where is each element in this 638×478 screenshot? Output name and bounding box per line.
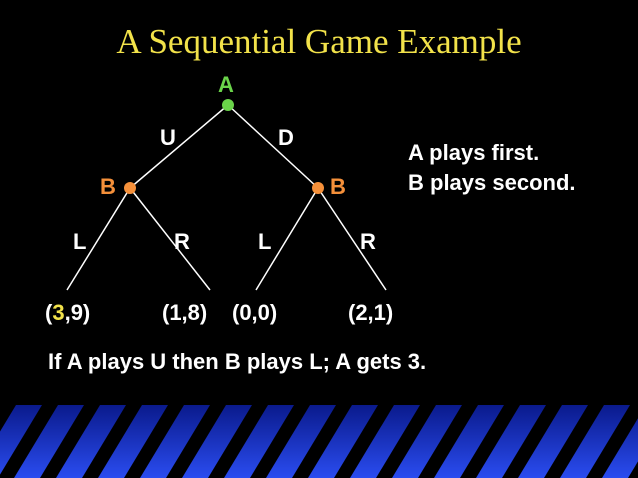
node-root xyxy=(222,99,234,111)
edge-right-l xyxy=(255,187,319,291)
stripe-bar xyxy=(208,405,268,478)
edge-left-r xyxy=(129,187,211,291)
play-order-note: A plays first. B plays second. xyxy=(408,138,576,198)
stripe-bar xyxy=(124,405,184,478)
node-label-b-right: B xyxy=(330,174,346,199)
stripe-bar xyxy=(0,405,58,478)
decorative-stripe-band xyxy=(0,405,638,478)
stripe-bar xyxy=(586,405,638,478)
edge-left-l xyxy=(66,187,131,291)
page-title: A Sequential Game Example xyxy=(116,22,522,61)
stripe-bar xyxy=(40,405,100,478)
payoff-u-r: (1,8) xyxy=(162,300,208,325)
stripe-bar xyxy=(544,405,604,478)
game-tree xyxy=(66,99,387,291)
node-b-right xyxy=(312,182,324,194)
conclusion-text: If A plays U then B plays L; A gets 3. xyxy=(48,349,427,374)
node-label-a: A xyxy=(218,72,234,97)
edge-label-left-l: L xyxy=(73,229,87,254)
stripe-bar xyxy=(628,461,638,478)
stripe-bar xyxy=(460,405,520,478)
stripe-bar xyxy=(166,405,226,478)
payoff-u-l-highlight: 3 xyxy=(52,300,65,325)
stripe-bar xyxy=(418,405,478,478)
stripe-bar xyxy=(250,405,310,478)
node-label-b-left: B xyxy=(100,174,116,199)
edge-u xyxy=(129,104,229,189)
edge-right-r xyxy=(317,187,387,291)
node-b-left xyxy=(124,182,136,194)
edge-label-u: U xyxy=(160,125,176,150)
payoff-u-l-rest: ,9) xyxy=(64,300,91,325)
edge-label-right-r: R xyxy=(360,229,376,254)
stripe-bar xyxy=(334,405,394,478)
note-line-2: B plays second. xyxy=(408,170,576,195)
payoff-d-r: (2,1) xyxy=(348,300,394,325)
edge-label-right-l: L xyxy=(258,229,272,254)
stripe-bar xyxy=(502,405,562,478)
edge-label-left-r: R xyxy=(174,229,190,254)
stripe-bar xyxy=(376,405,436,478)
payoff-u-l-open: ( xyxy=(45,300,53,325)
payoff-u-l: (3,9) xyxy=(45,302,90,324)
edge-d xyxy=(227,104,319,189)
stripe-bar xyxy=(292,405,352,478)
stripe-bar xyxy=(82,405,142,478)
payoff-d-l: (0,0) xyxy=(232,300,278,325)
edge-label-d: D xyxy=(278,125,294,150)
note-line-1: A plays first. xyxy=(408,140,540,165)
